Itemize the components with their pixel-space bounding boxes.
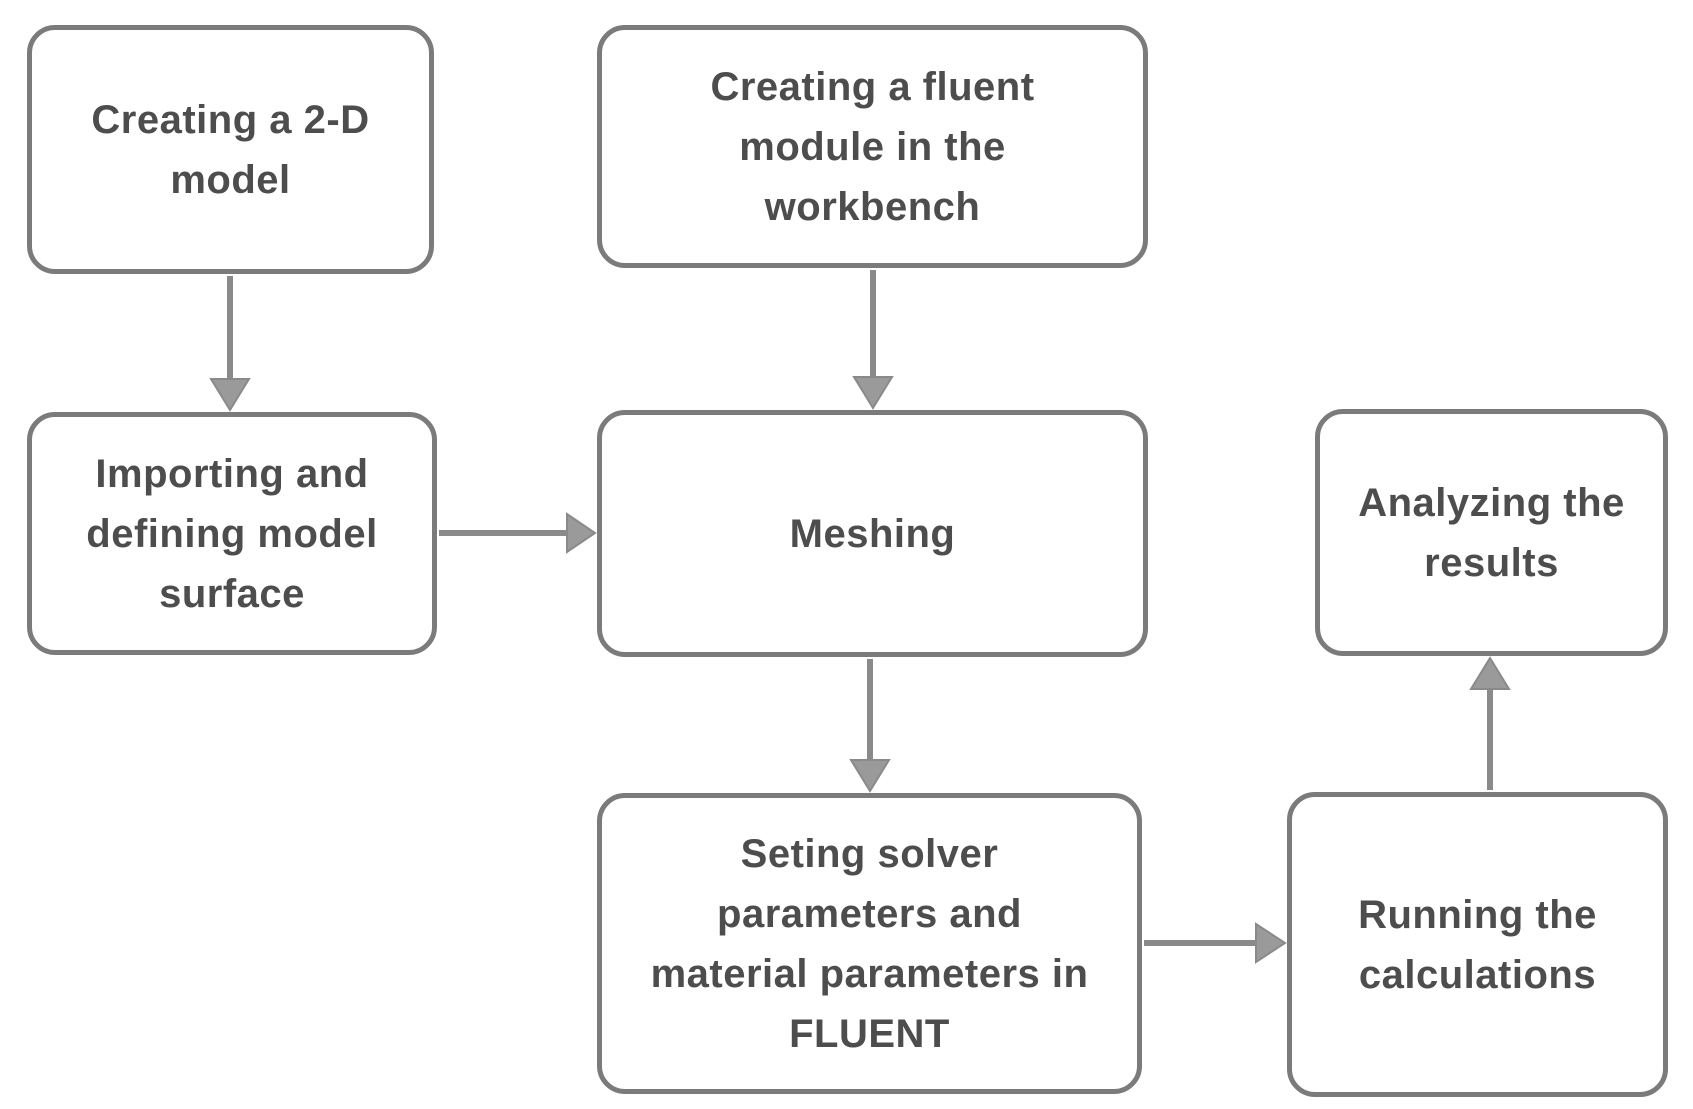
arrow-creating-2d-model-to-importing-defining-model-surface (209, 276, 251, 412)
node-label-line: Analyzing the (1358, 480, 1625, 525)
node-label-line: model (170, 157, 291, 202)
node-label-line: Running the (1358, 892, 1597, 937)
node-label-line: material parameters in (650, 951, 1089, 996)
arrow-setting-solver-parameters-to-running-calculations (1144, 922, 1287, 964)
node-label: Creating a 2-D model (91, 90, 369, 210)
node-label-line: Importing and (95, 451, 369, 496)
node-creating-fluent-module: Creating a fluent module in the workbenc… (597, 25, 1148, 268)
node-label-line: FLUENT (789, 1011, 950, 1056)
node-label: Running the calculations (1358, 885, 1597, 1005)
node-label: Importing and defining model surface (86, 444, 377, 624)
node-setting-solver-parameters: Seting solver parameters and material pa… (597, 793, 1142, 1094)
arrow-meshing-to-setting-solver-parameters (849, 659, 891, 793)
node-label: Seting solver parameters and material pa… (651, 824, 1089, 1064)
node-label-line: results (1424, 540, 1559, 585)
node-label-line: parameters and (717, 891, 1022, 936)
node-label-line: module in the (739, 124, 1006, 169)
node-running-calculations: Running the calculations (1287, 792, 1668, 1097)
arrow-creating-fluent-module-to-meshing (852, 270, 894, 410)
node-label-line: Creating a 2-D (91, 97, 370, 142)
node-label: Meshing (790, 504, 956, 564)
node-label: Analyzing the results (1358, 473, 1625, 593)
node-analyzing-results: Analyzing the results (1315, 409, 1668, 656)
arrow-importing-defining-model-surface-to-meshing (439, 512, 597, 554)
node-creating-2d-model: Creating a 2-D model (27, 25, 434, 274)
node-label-line: Meshing (789, 511, 956, 556)
node-label: Creating a fluent module in the workbenc… (710, 57, 1034, 237)
node-label-line: calculations (1358, 952, 1597, 997)
node-label-line: workbench (764, 184, 981, 229)
node-label-line: surface (159, 571, 305, 616)
node-label-line: Creating a fluent (710, 64, 1035, 109)
node-meshing: Meshing (597, 410, 1148, 657)
node-label-line: defining model (86, 511, 378, 556)
arrow-running-calculations-to-analyzing-results (1469, 656, 1511, 790)
node-label-line: Seting solver (740, 831, 999, 876)
node-importing-defining-model-surface: Importing and defining model surface (27, 412, 437, 655)
